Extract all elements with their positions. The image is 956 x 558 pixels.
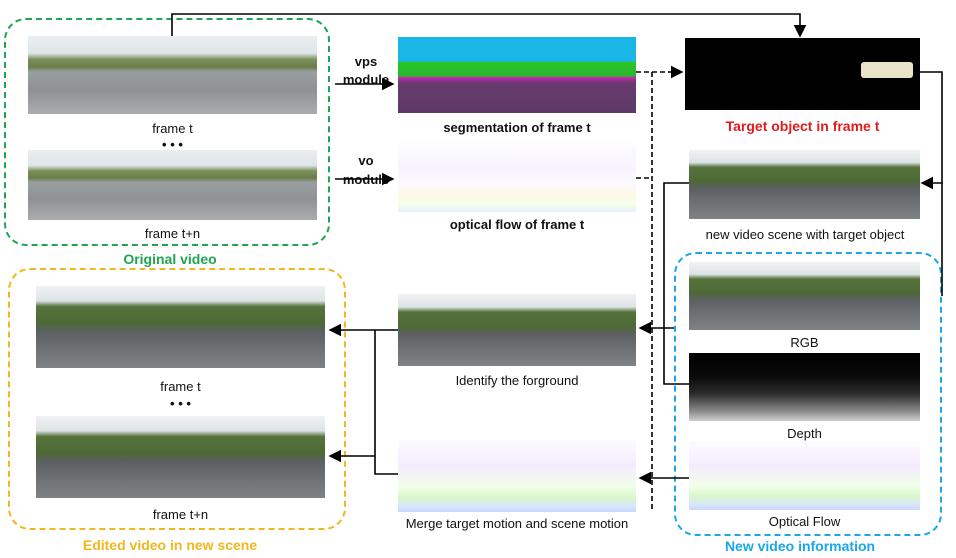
ellipsis-bottom: • • • — [170, 396, 191, 411]
new-scene-image — [689, 150, 920, 219]
frame-tn-label-bottom: frame t+n — [152, 507, 209, 522]
optical-flow-label: optical flow of frame t — [449, 217, 585, 232]
ellipsis-top: • • • — [162, 137, 183, 152]
frame-t-label-bottom: frame t — [160, 379, 201, 394]
frame-t-label-top: frame t — [152, 121, 193, 136]
depth-label: Depth — [787, 426, 822, 441]
optical-flow-new-label: Optical Flow — [768, 514, 841, 529]
edited-frame-tn — [36, 416, 325, 498]
foreground-image — [398, 294, 636, 366]
arrow-target-to-scene — [920, 71, 943, 190]
target-object-image — [685, 38, 920, 110]
edited-video-title: Edited video in new scene — [82, 537, 258, 553]
edited-frame-t — [36, 286, 325, 368]
frame-tn-label-top: frame t+n — [144, 226, 201, 241]
new-optical-flow-image — [689, 442, 920, 510]
target-object-label: Target object in frame t — [725, 118, 880, 134]
new-info-title: New video information — [724, 538, 876, 554]
segmentation-label: segmentation of frame t — [443, 120, 591, 135]
original-frame-t — [28, 36, 317, 114]
merged-flow-image — [398, 440, 636, 512]
rgb-label: RGB — [790, 335, 819, 350]
rgb-image — [689, 262, 920, 330]
original-video-title: Original video — [123, 251, 217, 267]
bus-shape — [861, 62, 913, 78]
arrow-scene-to-info — [663, 182, 689, 385]
segmentation-image — [398, 37, 636, 113]
identify-label: Identify the forground — [455, 373, 579, 388]
edited-video-group — [8, 268, 346, 530]
original-frame-tn — [28, 150, 317, 220]
depth-image — [689, 353, 920, 421]
original-video-group — [4, 18, 330, 246]
optical-flow-image — [398, 138, 636, 212]
arrow-merge-to-edited — [374, 330, 398, 475]
vo-label: vo — [358, 153, 374, 168]
new-scene-label: new video scene with target object — [705, 227, 905, 242]
new-video-information-group — [674, 252, 942, 536]
vps-label: vps — [354, 54, 378, 69]
arrow-frame-to-target — [171, 13, 807, 38]
merge-label: Merge target motion and scene motion — [405, 516, 629, 531]
